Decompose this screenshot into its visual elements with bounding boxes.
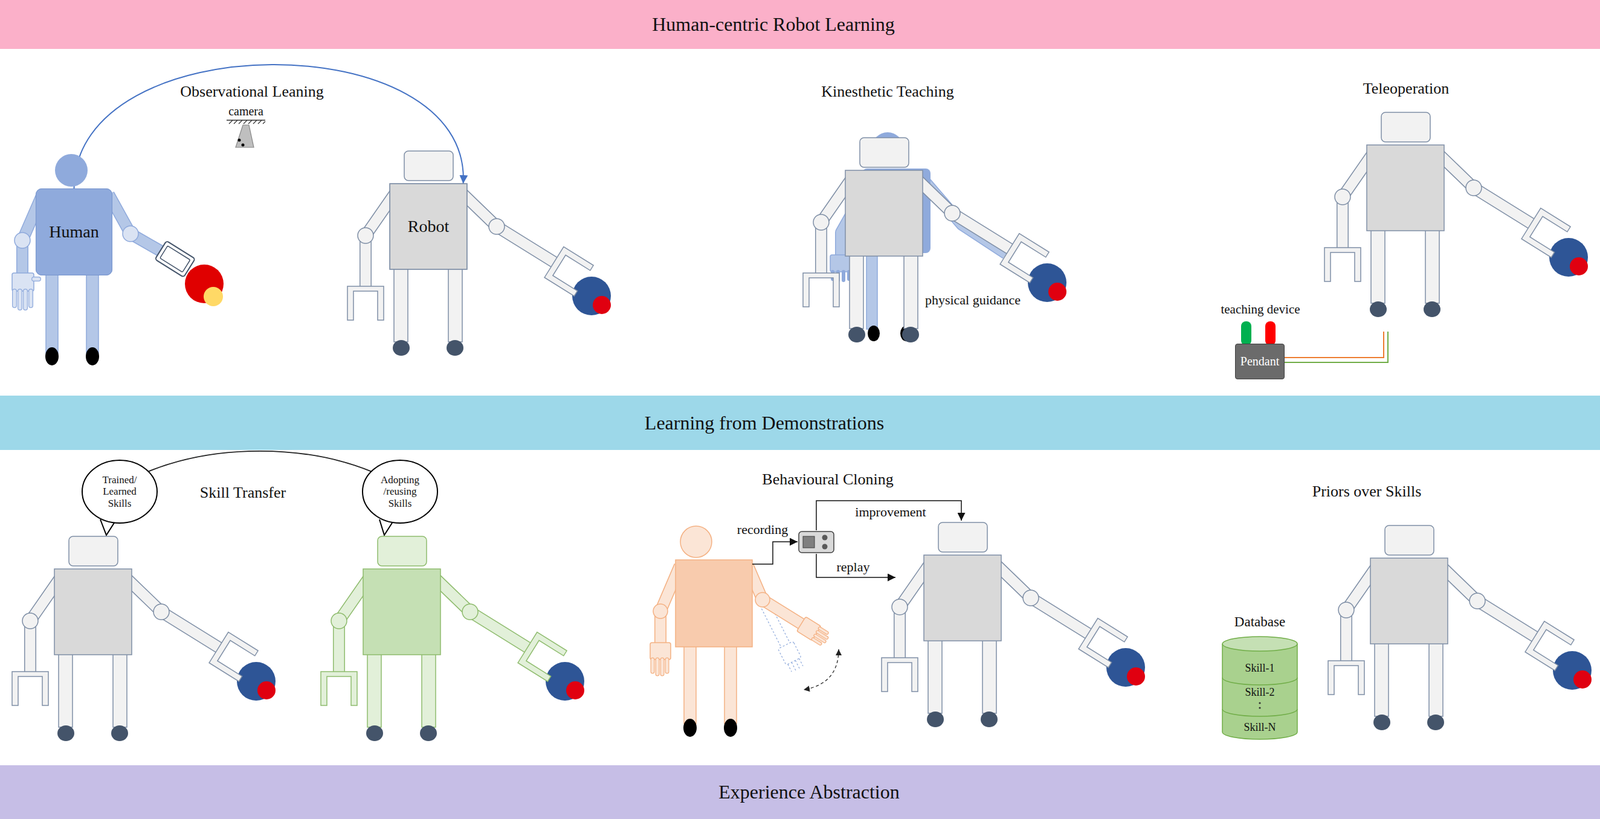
- node-text: Skill-2: [1244, 686, 1275, 700]
- connector: [148, 451, 371, 472]
- robot-figure: [803, 137, 1067, 343]
- section-band: Experience Abstraction: [0, 765, 1600, 819]
- node-text: Experience Abstraction: [718, 781, 900, 804]
- label-text: Priors over Skills: [1312, 482, 1422, 501]
- green-robot-figure: [320, 536, 585, 742]
- database-cylinder: DatabaseSkill-1Skill-2Skill-N: [1216, 611, 1304, 742]
- human-body: Human: [35, 188, 113, 276]
- bubble-ellipse: [362, 460, 438, 524]
- node-text: Learning from Demonstrations: [644, 412, 884, 435]
- label-text: physical guidance: [925, 292, 1021, 308]
- node-text: Human: [48, 222, 99, 242]
- ellipsis-dot: [1258, 706, 1261, 709]
- node-text: Trained/ Learned Skills: [91, 474, 148, 510]
- robot-figure: [1324, 112, 1588, 318]
- ellipsis-dot: [1258, 702, 1261, 704]
- pendant-buttons: [1241, 321, 1276, 346]
- human-figure: [12, 154, 224, 366]
- bubble-tail: [100, 519, 394, 536]
- cylinder-body: [1222, 644, 1298, 740]
- section-band: Human-centric Robot Learning: [0, 0, 1600, 49]
- demonstrator-figure: [650, 526, 839, 738]
- robot-figure: [1328, 525, 1592, 731]
- node-text: Robot: [407, 216, 449, 237]
- pendant-box: Pendant: [1235, 343, 1285, 380]
- node-text: Skill-N: [1243, 721, 1276, 735]
- speech-bubble: Adopting /reusing Skills: [361, 459, 439, 525]
- database-heading: Database: [1216, 611, 1304, 634]
- camera-icon: [226, 120, 266, 148]
- robot-body: Robot: [389, 183, 468, 270]
- robot-figure: [347, 151, 611, 356]
- speech-bubble: Trained/ Learned Skills: [80, 459, 159, 525]
- robot-figure: [12, 536, 276, 742]
- skill-slot: Skill-2: [1222, 685, 1298, 700]
- section-band: Learning from Demonstrations: [0, 395, 1600, 451]
- bubble-ellipse: [82, 460, 158, 524]
- label-text: camera: [228, 104, 264, 119]
- label-text: Kinesthetic Teaching: [821, 82, 954, 101]
- robot-figure: [881, 522, 1146, 728]
- label-text: Skill Transfer: [200, 483, 286, 503]
- label-text: Behavioural Cloning: [761, 470, 894, 489]
- node-text: Adopting /reusing Skills: [372, 474, 428, 510]
- label-text: Observational Leaning: [180, 82, 324, 101]
- label-text: improvement: [854, 504, 926, 520]
- cylinder-divider: [1222, 677, 1298, 717]
- node-text: Human-centric Robot Learning: [651, 13, 895, 36]
- label-text: replay: [836, 559, 871, 575]
- label-text: teaching device: [1220, 302, 1300, 317]
- label-text: Teleoperation: [1363, 79, 1450, 98]
- node-text: Skill-1: [1244, 662, 1275, 675]
- cylinder-top: [1222, 636, 1298, 652]
- recorder-device: [798, 531, 834, 553]
- label-text: recording: [737, 522, 788, 538]
- skill-slot: Skill-1: [1222, 661, 1298, 676]
- node-text: Pendant: [1240, 354, 1280, 369]
- skill-slot: Skill-N: [1222, 720, 1298, 735]
